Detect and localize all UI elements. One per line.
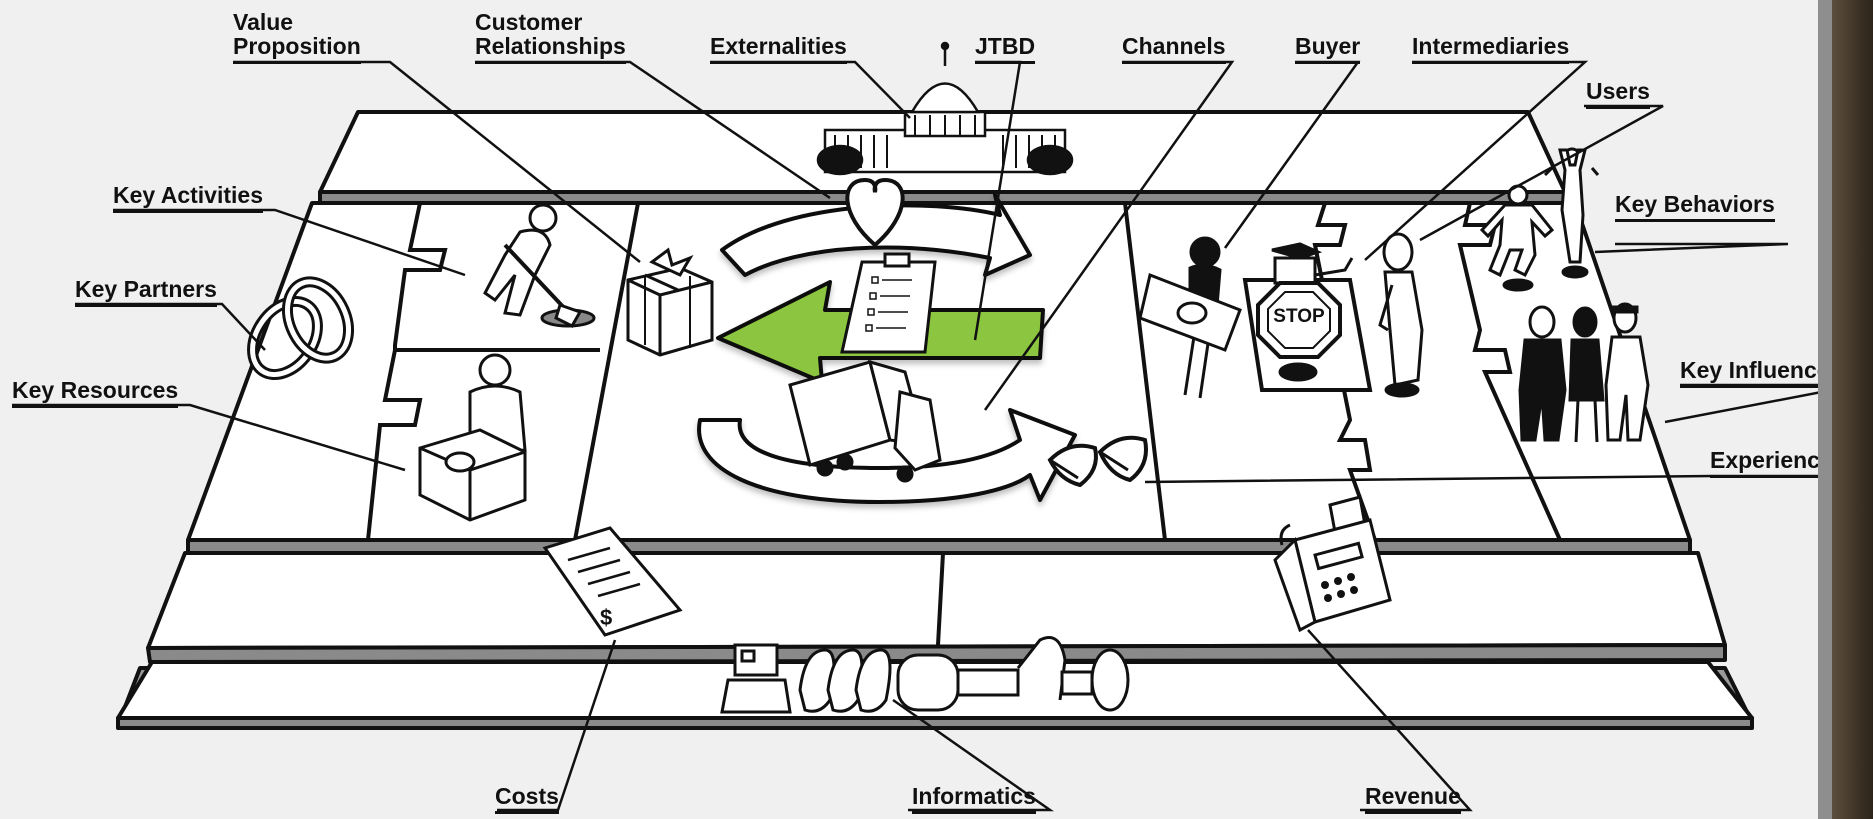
- label-key-resources: Key Resources: [12, 378, 179, 409]
- walking-figures-icon: [1479, 147, 1600, 292]
- receipt-dollar-symbol: $: [600, 605, 612, 630]
- label-customer-relationships-line1: Customer: [475, 9, 583, 35]
- label-key-behaviors: Key Behaviors: [1615, 192, 1775, 223]
- group-of-people-icon: [1518, 302, 1650, 443]
- label-externalities: Externalities: [710, 34, 847, 65]
- worker-with-box-icon: [418, 353, 527, 522]
- label-buyer: Buyer: [1295, 34, 1361, 65]
- computer-and-pipes-icon: [720, 636, 1130, 714]
- label-revenue: Revenue: [1365, 784, 1461, 815]
- receipt-icon: $: [542, 526, 683, 637]
- cash-register-icon: [1273, 495, 1392, 633]
- label-key-partners: Key Partners: [75, 277, 217, 308]
- glasses-icon: [1047, 435, 1148, 488]
- digging-worker-icon: [483, 203, 596, 328]
- capitol-building-icon: [816, 41, 1074, 176]
- label-jtbd: JTBD: [975, 34, 1036, 65]
- heart-icon: [845, 177, 905, 248]
- label-experience: Experience: [1710, 448, 1833, 479]
- stop-sign-text: STOP: [1273, 306, 1325, 327]
- label-key-activities: Key Activities: [113, 183, 263, 214]
- clipboard-checklist-icon: [840, 252, 937, 354]
- label-users: Users: [1586, 79, 1650, 110]
- stop-sign-guard-icon: [1256, 242, 1354, 382]
- label-informatics: Informatics: [912, 784, 1036, 815]
- label-value-proposition-line1: Value: [233, 9, 294, 35]
- label-channels: Channels: [1122, 34, 1226, 65]
- right-edge-strip: [1818, 0, 1873, 819]
- label-costs: Costs: [495, 784, 559, 815]
- gift-box-icon: [626, 247, 714, 357]
- label-value-proposition: Value Proposition: [233, 9, 361, 65]
- woman-holding-money-icon: [1138, 236, 1242, 399]
- label-customer-relationships-line2: Relationships: [475, 33, 626, 60]
- truck-icon: [788, 359, 942, 483]
- chain-links-icon: [247, 276, 354, 380]
- label-customer-relationships: Customer Relationships: [475, 9, 626, 65]
- label-value-proposition-line2: Proposition: [233, 33, 361, 60]
- label-intermediaries: Intermediaries: [1412, 34, 1570, 65]
- standing-person-icon: [1378, 232, 1424, 398]
